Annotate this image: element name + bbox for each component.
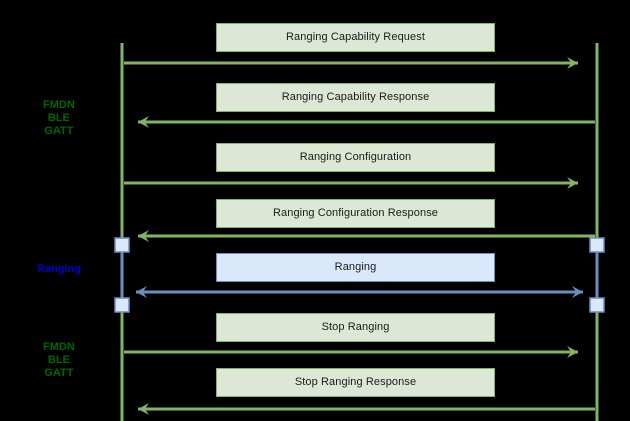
msg-ranging-capability-response[interactable]: Ranging Capability Response bbox=[216, 83, 495, 112]
arrow-head bbox=[567, 346, 578, 358]
left-activation-end bbox=[114, 297, 130, 313]
right-activation-start bbox=[589, 237, 605, 253]
arrow-head bbox=[138, 116, 149, 128]
phase-ranging: Ranging bbox=[37, 262, 81, 275]
msg-ranging-capability-request[interactable]: Ranging Capability Request bbox=[216, 23, 495, 52]
msg-stop-ranging-label: Stop Ranging bbox=[321, 321, 390, 334]
msg-ranging-configuration-response[interactable]: Ranging Configuration Response bbox=[216, 199, 495, 228]
arrow-head bbox=[138, 403, 149, 415]
msg-ranging[interactable]: Ranging bbox=[216, 253, 495, 282]
arrow-head bbox=[138, 230, 149, 242]
msg-stop-ranging-response[interactable]: Stop Ranging Response bbox=[216, 368, 495, 397]
msg-stop-ranging-response-label: Stop Ranging Response bbox=[294, 376, 417, 389]
msg-ranging-configuration-label: Ranging Configuration bbox=[299, 151, 412, 164]
msg-ranging-capability-response-label: Ranging Capability Response bbox=[281, 91, 430, 104]
left-activation-start bbox=[114, 237, 130, 253]
activations-group bbox=[114, 237, 605, 313]
arrows-group bbox=[124, 57, 595, 415]
msg-stop-ranging[interactable]: Stop Ranging bbox=[216, 313, 495, 342]
msg-ranging-configuration[interactable]: Ranging Configuration bbox=[216, 143, 495, 172]
msg-ranging-capability-request-label: Ranging Capability Request bbox=[286, 31, 425, 44]
phase-fmdn-ble-gatt-bottom: FMDN BLE GATT bbox=[43, 340, 75, 379]
arrow-head bbox=[136, 286, 147, 298]
msg-ranging-label: Ranging bbox=[334, 261, 377, 274]
msg-ranging-configuration-response-label: Ranging Configuration Response bbox=[272, 207, 439, 220]
lifelines-group bbox=[120, 43, 599, 421]
phase-fmdn-ble-gatt-top: FMDN BLE GATT bbox=[43, 98, 75, 137]
arrow-head bbox=[567, 177, 578, 189]
arrow-head bbox=[567, 57, 578, 69]
arrow-head bbox=[572, 286, 583, 298]
right-activation-end bbox=[589, 297, 605, 313]
